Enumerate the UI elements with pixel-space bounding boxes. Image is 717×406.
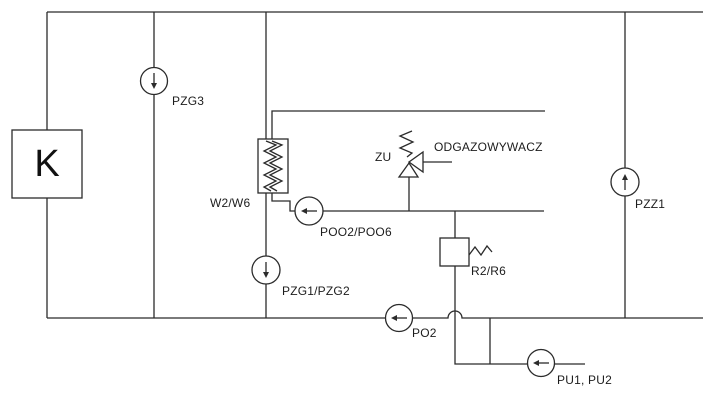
heat-exchanger-coil-icon <box>262 140 278 192</box>
heat-exchanger-box <box>257 138 289 194</box>
arrow-left-icon <box>301 208 307 214</box>
pipe-upper-inner-header <box>271 110 545 139</box>
boiler-label: K <box>34 142 60 185</box>
pzz1-pump-symbol <box>610 167 640 197</box>
po2-label: PO2 <box>412 326 437 340</box>
zu-valve-spring-icon <box>398 130 415 158</box>
r2-r6-label: R2/R6 <box>471 264 507 278</box>
po2-pump-symbol <box>384 303 414 333</box>
odgazowywacz-label: ODGAZOWYWACZ <box>434 140 543 154</box>
arrow-left-icon <box>391 315 397 321</box>
pipe-lower-inner-header <box>271 193 544 212</box>
regulator-box <box>439 237 470 267</box>
pu1-pu2-label: PU1, PU2 <box>557 373 612 387</box>
heat-exchanger-coil-icon <box>268 140 284 192</box>
pzg1-pzg2-label: PZG1/PZG2 <box>282 284 350 298</box>
pzg3-label: PZG3 <box>172 94 205 108</box>
arrow-up-icon <box>622 174 628 180</box>
pu1-pu2-pump-symbol <box>526 348 556 378</box>
arrow-left-icon <box>533 360 539 366</box>
arrow-down-icon <box>263 272 269 278</box>
zu-label: ZU <box>375 150 392 164</box>
pzg1-pzg2-pump-symbol <box>251 255 281 285</box>
pzz1-label: PZZ1 <box>635 197 666 211</box>
regulator-spring-icon <box>468 244 493 257</box>
pipe-r2r6-branch <box>454 211 585 365</box>
pzg3-pump-symbol <box>139 66 169 96</box>
w2-w6-label: W2/W6 <box>210 196 251 210</box>
pipe-bottom-header-with-hop <box>47 310 703 319</box>
poo2-poo6-pump-symbol <box>294 196 324 226</box>
arrow-down-icon <box>151 83 157 89</box>
boiler-box <box>11 129 83 199</box>
poo2-poo6-label: POO2/POO6 <box>320 225 392 239</box>
